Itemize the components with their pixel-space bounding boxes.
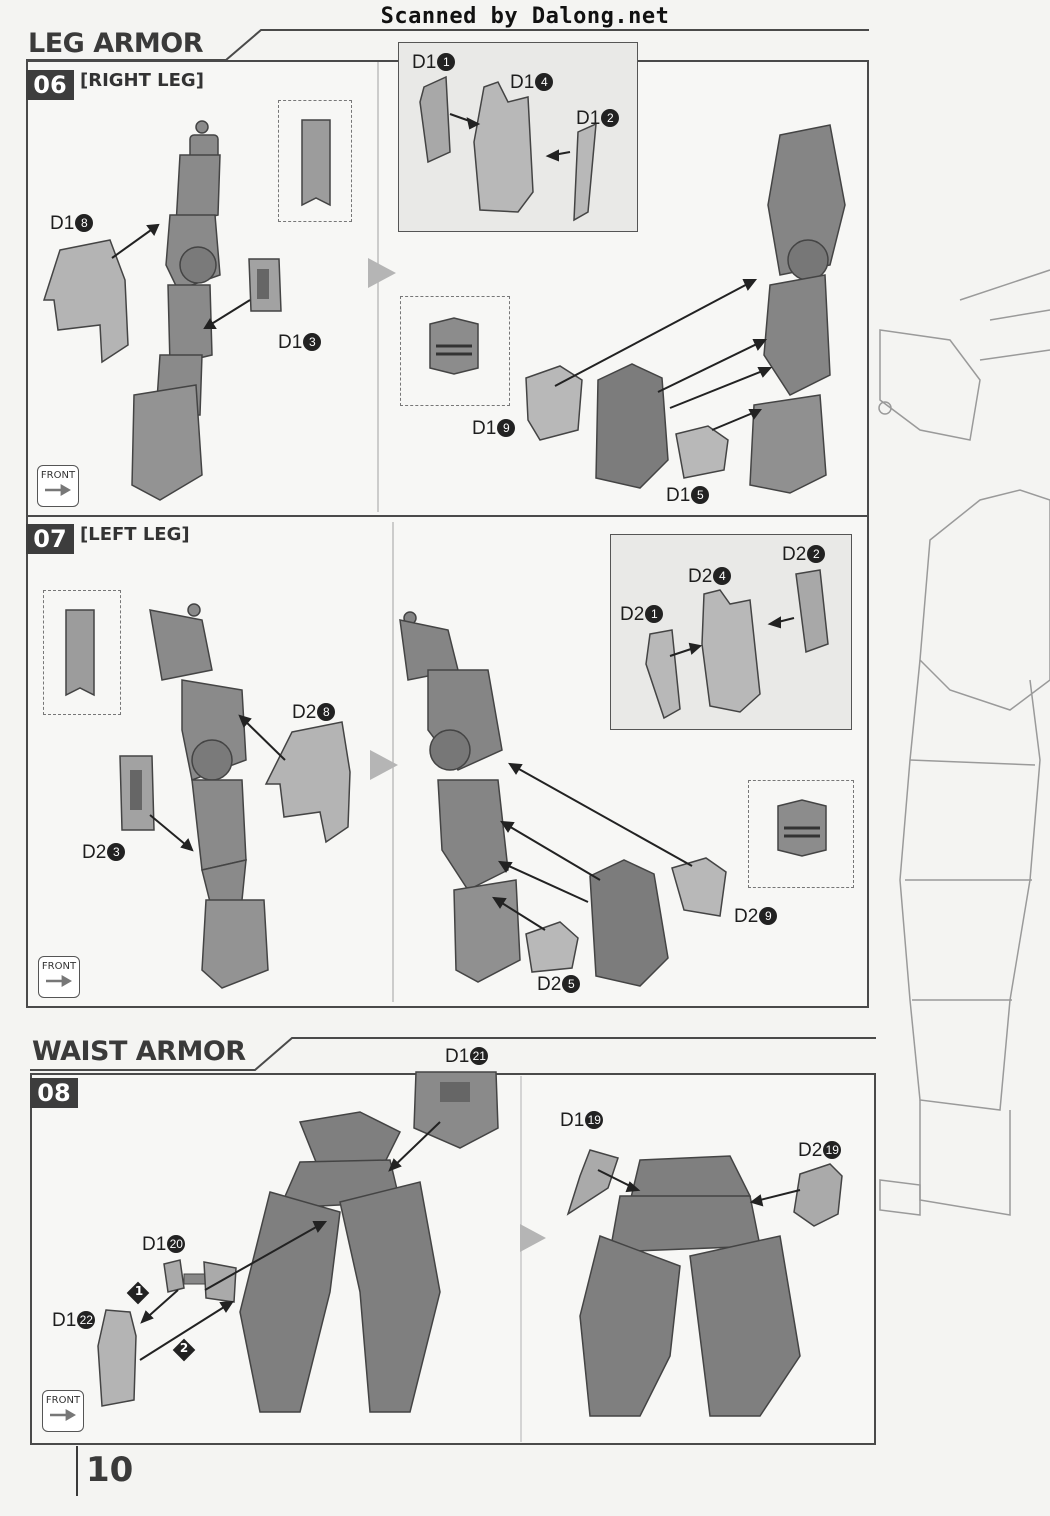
part-d2-3-shape [119,755,155,831]
step-06-label: [RIGHT LEG] [80,70,204,91]
step-08-number: 08 [30,1078,78,1108]
step-07-dashed-callout [43,590,121,715]
part-d1-21-shape [413,1071,499,1149]
sequence-marker-1: 1 [134,1284,144,1298]
part-d1-9-detail [429,317,479,375]
scan-credit: Scanned by Dalong.net [380,4,670,29]
part-d1-8-shape [42,239,129,364]
leg-armor-header-frame [26,29,869,61]
step-07-label: [LEFT LEG] [80,524,190,545]
waist-armor-title: WAIST ARMOR [26,1036,252,1067]
left-leg-frame-illustration [149,603,269,989]
background-robot-lineart [878,269,1050,1216]
sequence-marker-2: 2 [179,1341,189,1355]
leg-armor-title: LEG ARMOR [22,28,210,59]
step-06-divider [377,62,379,512]
part-d1-3-shape [248,258,282,312]
right-leg-shin-illustration [749,124,846,494]
part-d1-22-shape [97,1309,137,1407]
part-d2-8-shape [264,721,351,844]
step-separator-06-07 [26,515,869,517]
waist-after-illustration [579,1155,801,1417]
part-d2-9-detail [777,799,827,857]
step-06-number: 06 [26,70,74,100]
page-number: 10 [86,1450,134,1490]
part-d1-19-shape [566,1149,619,1216]
step-07-divider [392,522,394,1002]
front-badge-step-07: FRONT [38,956,80,998]
part-d2-3-detail [65,609,95,697]
left-leg-shin-illustration [399,611,521,983]
step-06-knee-callout [400,296,510,406]
part-d2-19-shape [793,1163,843,1227]
front-badge-step-06: FRONT [37,465,79,507]
step-07-number: 07 [26,524,74,554]
right-leg-frame-illustration [131,120,221,501]
step-07-inset-parts [645,569,829,720]
waist-armor-header-frame [30,1037,876,1071]
part-d1-3-detail [301,119,331,207]
step-08-divider [520,1076,522,1442]
step-06-dashed-callout [278,100,352,222]
waist-before-illustration [239,1111,441,1413]
step-06-inset-parts [419,75,597,222]
front-badge-step-08: FRONT [42,1390,84,1432]
page-number-frame [76,1446,78,1496]
step-07-knee-callout [748,780,854,888]
